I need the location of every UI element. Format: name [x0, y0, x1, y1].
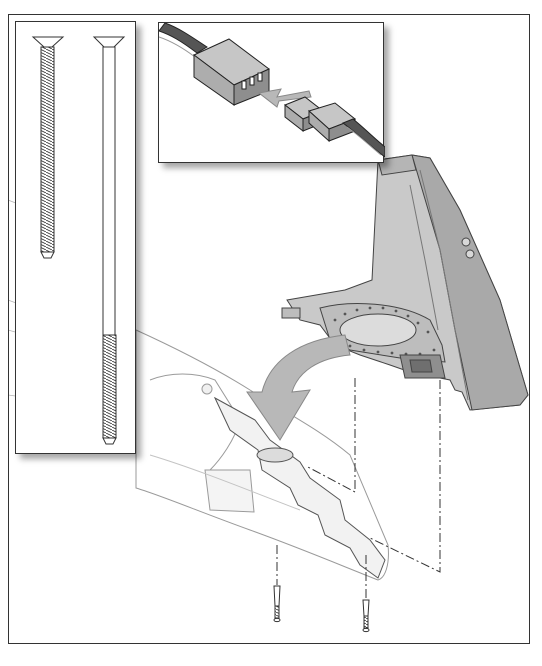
servo-wire-upper	[159, 23, 208, 58]
hardware-drawing	[31, 36, 126, 445]
extension-socket	[193, 38, 270, 106]
install-arrow	[246, 334, 351, 441]
hardware-callout	[15, 21, 136, 454]
fin-mount-slot	[213, 396, 386, 579]
alignment-lines	[276, 378, 441, 600]
figure-border	[8, 14, 530, 644]
long-screw	[92, 36, 126, 445]
short-screw	[31, 36, 65, 259]
servo-lead-plug	[284, 96, 356, 143]
connector-detail-callout	[158, 22, 385, 163]
connector-drawing	[159, 23, 385, 158]
servo-wire-lower	[341, 118, 385, 158]
mounting-screws	[273, 585, 370, 633]
